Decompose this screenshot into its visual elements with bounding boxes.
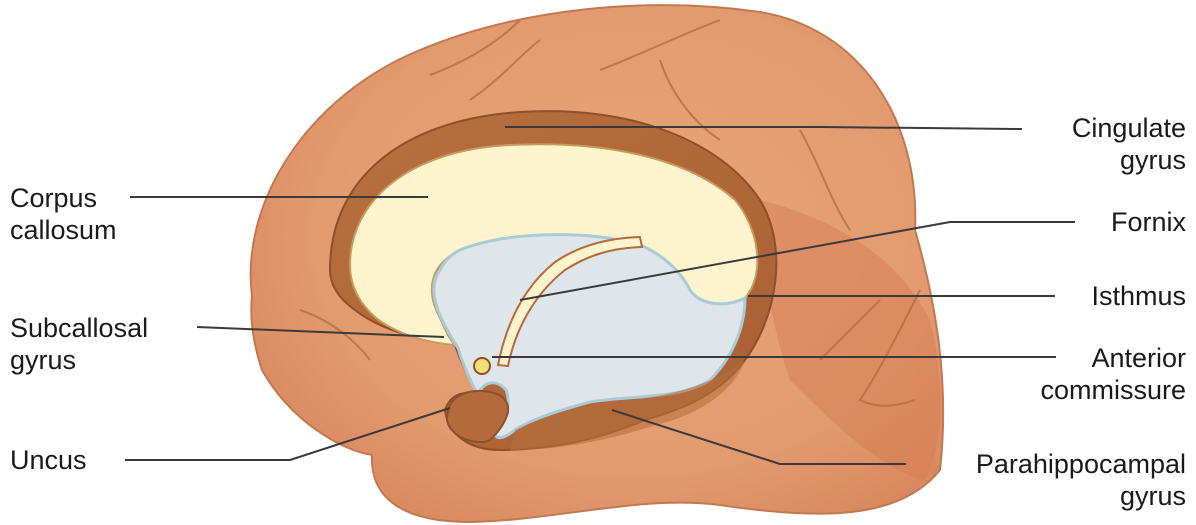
label-fornix-line1: Fornix	[1111, 206, 1186, 238]
label-anterior-commissure: Anterior commissure	[1040, 342, 1186, 406]
anterior-commissure	[474, 358, 490, 374]
label-uncus-line1: Uncus	[10, 444, 87, 476]
label-cingulate-gyrus-line1: Cingulate	[1072, 112, 1186, 144]
label-isthmus-line1: Isthmus	[1091, 280, 1186, 312]
label-parahippocampal-gyrus-line1: Parahippocampal	[976, 448, 1186, 480]
label-subcallosal-gyrus-line2: gyrus	[10, 344, 148, 376]
label-anterior-commissure-line2: commissure	[1040, 374, 1186, 406]
label-corpus-callosum-line2: callosum	[10, 214, 117, 246]
label-cingulate-gyrus-line2: gyrus	[1072, 144, 1186, 176]
label-cingulate-gyrus: Cingulate gyrus	[1072, 112, 1186, 176]
label-parahippocampal-gyrus: Parahippocampal gyrus	[976, 448, 1186, 512]
label-isthmus: Isthmus	[1091, 280, 1186, 312]
label-subcallosal-gyrus: Subcallosal gyrus	[10, 312, 148, 376]
label-subcallosal-gyrus-line1: Subcallosal	[10, 312, 148, 344]
label-uncus: Uncus	[10, 444, 87, 476]
label-corpus-callosum: Corpus callosum	[10, 182, 117, 246]
label-corpus-callosum-line1: Corpus	[10, 182, 117, 214]
label-fornix: Fornix	[1111, 206, 1186, 238]
label-anterior-commissure-line1: Anterior	[1040, 342, 1186, 374]
label-parahippocampal-gyrus-line2: gyrus	[976, 480, 1186, 512]
